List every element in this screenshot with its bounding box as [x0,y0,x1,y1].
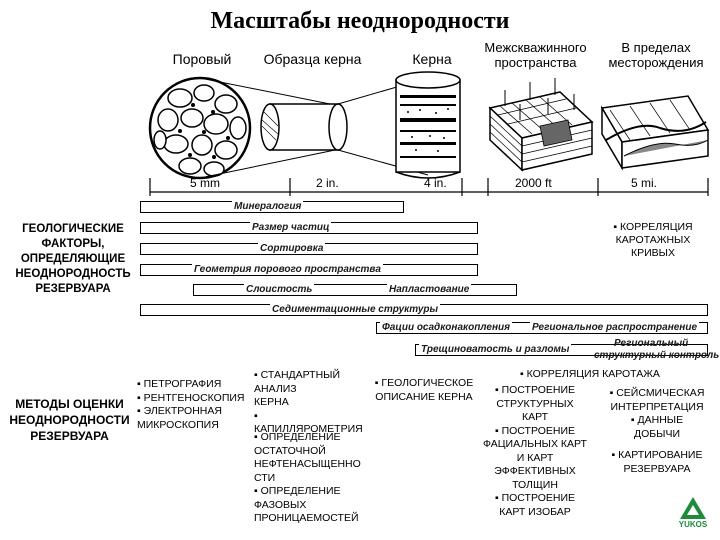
header-interwell-line2: пространства [494,55,577,70]
method-log-correlation: ▪ КОРРЕЛЯЦИЯ КАРОТАЖА [520,368,660,380]
bar-label-regional-structural-2: структурный контроль [594,350,720,361]
header-pore: Поровый [172,51,232,67]
method-item: ЭФФЕКТИВНЫХ [494,465,576,477]
bar-label-lamination: Напластование [387,284,472,295]
header-field-line2: месторождения [608,55,704,70]
method-item: СТРУКТУРНЫХ [496,397,574,410]
method-item: ▪ ПОСТРОЕНИЕ [494,384,576,396]
geo-factors-line: ОПРЕДЕЛЯЮЩИЕ [20,253,126,265]
bar-label-regional-distribution: Региональное распространение [530,322,700,333]
header-field: В пределах месторождения [596,40,716,70]
method-item: НЕФТЕНАСЫЩЕННО [254,458,361,470]
header-interwell: Межскважинного пространства [478,40,593,70]
geo-factors-line: ФАКТОРЫ, [41,238,105,250]
header-interwell-line1: Межскважинного [484,40,587,55]
geo-factors-line: ГЕОЛОГИЧЕСКИЕ [22,223,124,235]
method-item: СТИ [254,471,276,484]
method-item: ОСТАТОЧНОЙ [254,444,326,457]
methods-col-field: ▪ СЕЙСМИЧЕСКАЯ ИНТЕРПРЕТАЦИЯ ▪ ДАННЫЕ ДО… [596,387,718,476]
method-item: ФАЗОВЫХ [254,498,307,511]
methods-label-line: РЕЗЕРВУАРА [30,429,109,443]
method-item: ▪ ОПРЕДЕЛЕНИЕ [254,485,341,497]
logo-text: YUKOS [678,520,708,529]
field-block-illustration [600,95,710,171]
method-item: ▪ ДАННЫЕ [630,414,684,426]
method-item: РЕЗЕРВУАРА [623,462,691,475]
bar-label-regional-structural-1: Региональный [614,338,689,349]
tick-label-2in: 2 in. [316,176,339,190]
header-core-sample: Образца керна [263,51,362,67]
core-illustration [395,71,461,179]
log-correlation-note: ▪ КОРРЕЛЯЦИЯ КАРОТАЖНЫХ КРИВЫХ [588,221,718,260]
scale-axis [149,178,709,196]
bar-label-sorting: Сортировка [258,243,326,254]
method-item: ПРОНИЦАЕМОСТЕЙ [254,512,359,524]
log-correlation-line: КАРОТАЖНЫХ [615,234,691,246]
geo-factors-line: НЕОДНОРОДНОСТЬ [15,268,131,280]
method-item: ▪ ПОСТРОЕНИЕ [494,424,576,437]
method-item: КАРТ ИЗОБАР [499,505,571,518]
method-item: МИКРОСКОПИЯ [137,418,219,431]
tick-label-5mi: 5 mi. [631,176,658,190]
method-item: ▪ КАРТИРОВАНИЕ [611,449,703,461]
method-item: ▪ ЭЛЕКТРОННАЯ [137,405,222,417]
method-item: И КАРТ [516,451,554,464]
method-item: ▪ СТАНДАРТНЫЙ [254,369,341,381]
method-item: ▪ РЕНТГЕНОСКОПИЯ [137,391,245,404]
methods-label-line: НЕОДНОРОДНОСТИ [9,413,130,427]
tick-label-4in: 4 in. [424,176,447,190]
tick-label-2000ft: 2000 ft [515,176,552,190]
method-item: КАРТ [521,411,549,423]
method-item: ОПИСАНИЕ КЕРНА [375,390,473,403]
bar-label-fracturing: Трещиноватость и разломы [419,344,572,355]
method-item: ▪ СЕЙСМИЧЕСКАЯ [609,387,705,399]
bar-label-pore-geometry: Геометрия порового пространства [192,264,383,275]
method-item: АНАЛИЗ [254,382,297,395]
bar-label-mineralogy: Минералогия [232,201,304,212]
methods-col-pore: ▪ ПЕТРОГРАФИЯ ▪ РЕНТГЕНОСКОПИЯ ▪ ЭЛЕКТРО… [137,378,255,432]
log-correlation-line: ▪ КОРРЕЛЯЦИЯ [613,221,693,233]
interwell-block-illustration [488,78,594,172]
method-item: ▪ ОПРЕДЕЛЕНИЕ [254,431,341,443]
method-item: КЕРНА [254,396,289,408]
geo-factors-line: РЕЗЕРВУАРА [35,283,111,295]
spacer [596,441,718,449]
method-item: ▪ ПЕТРОГРАФИЯ [137,378,222,390]
header-field-line1: В пределах [621,40,691,55]
core-sample-illustration [260,103,348,151]
geo-factors-label: ГЕОЛОГИЧЕСКИЕ ФАКТОРЫ, ОПРЕДЕЛЯЮЩИЕ НЕОД… [2,222,144,297]
page-title: Масштабы неоднородности [210,8,510,34]
methods-col-core-sample-b: ▪ ОПРЕДЕЛЕНИЕ ОСТАТОЧНОЙ НЕФТЕНАСЫЩЕННО … [254,431,366,526]
method-item: ▪ ГЕОЛОГИЧЕСКОЕ [374,377,474,389]
method-item: ▪ ПОСТРОЕНИЕ [494,492,576,504]
method-item: ДОБЫЧИ [633,427,680,440]
tick-label-5mm: 5 mm [190,176,220,190]
bar-label-layering: Слоистость [244,284,315,295]
bar-label-sedimentation: Седиментационные структуры [270,304,441,315]
methods-label-line: МЕТОДЫ ОЦЕНКИ [15,397,124,411]
method-item: ТОЛЩИН [512,478,558,491]
method-item: ФАЦИАЛЬНЫХ КАРТ [483,438,587,450]
method-item: ▪ КАПИЛЛЯРОМЕТРИЯ [254,409,363,436]
bar-label-particle-size: Размер частиц [250,222,332,233]
pore-grain-illustration [148,76,252,180]
header-core: Керна [412,51,452,67]
methods-col-core-sample-a: ▪ СТАНДАРТНЫЙ АНАЛИЗ КЕРНА ▪ КАПИЛЛЯРОМЕ… [254,369,366,437]
bar-label-facies: Фации осадконакопления [380,322,512,333]
method-item: ИНТЕРПРЕТАЦИЯ [610,400,704,413]
methods-label: МЕТОДЫ ОЦЕНКИ НЕОДНОРОДНОСТИ РЕЗЕРВУАРА [2,396,137,444]
methods-col-interwell: ▪ ПОСТРОЕНИЕ СТРУКТУРНЫХ КАРТ ▪ ПОСТРОЕН… [478,384,592,519]
methods-col-core: ▪ ГЕОЛОГИЧЕСКОЕ ОПИСАНИЕ КЕРНА [368,377,480,404]
log-correlation-line: КРИВЫХ [631,247,675,259]
